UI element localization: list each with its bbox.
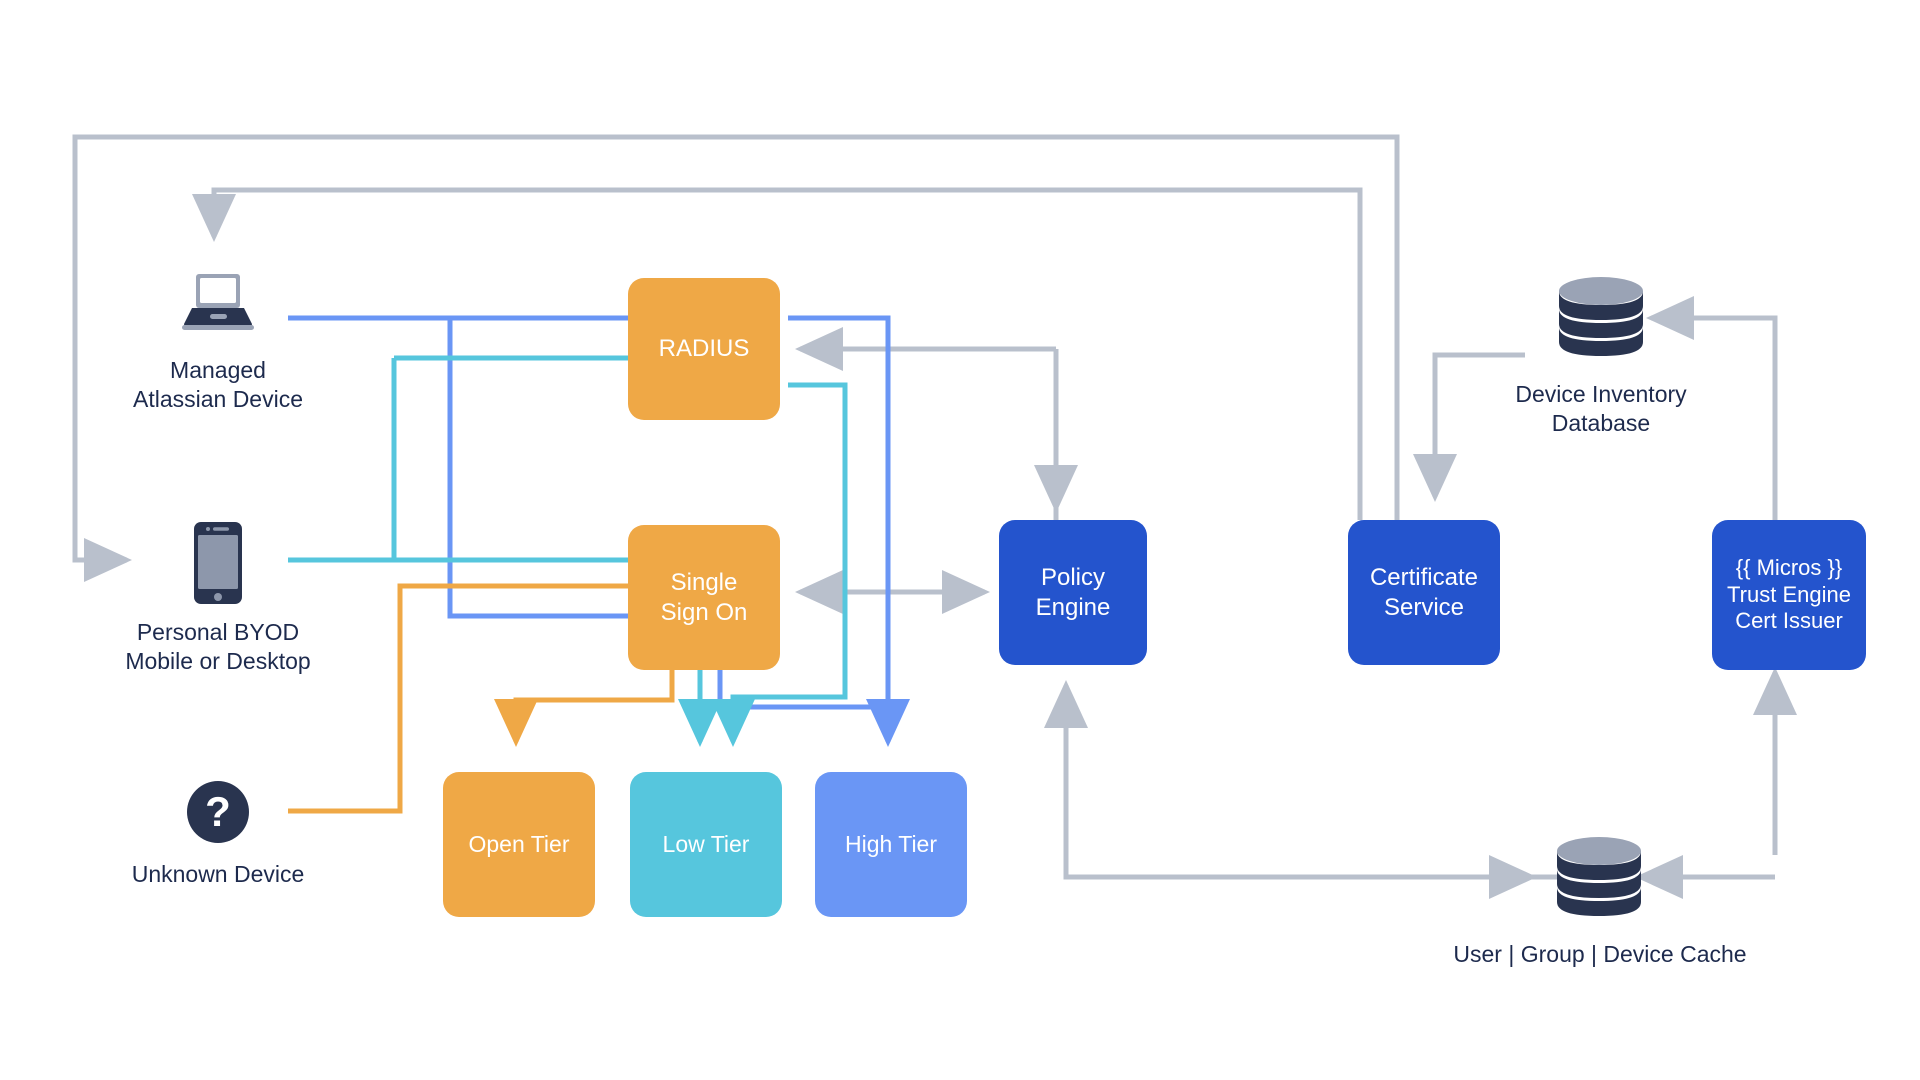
wire-left-rail-down <box>72 137 132 582</box>
service-node-radius[interactable]: RADIUS <box>628 278 780 420</box>
service-node-single-sign-on[interactable]: Single Sign On <box>628 525 780 670</box>
smartphone-icon <box>193 521 243 605</box>
wire-radius-to-low-tier <box>711 382 848 747</box>
wire-sso-to-open-tier <box>494 670 675 747</box>
wire-cache-to-policy <box>1044 680 1560 880</box>
tier-node-low-tier[interactable]: Low Tier <box>630 772 782 917</box>
datastore-label-device-inventory-database: Device Inventory Database <box>1515 381 1687 437</box>
endpoint-label-byod-device: Personal BYOD Mobile or Desktop <box>125 619 311 675</box>
service-label-single-sign-on: Single Sign On <box>660 569 748 626</box>
wire-trust-to-inventory <box>1646 296 1778 520</box>
datastore-label-user-group-device-cache: User | Group | Device Cache <box>1453 941 1747 967</box>
laptop-icon <box>182 272 254 332</box>
wire-inventory-to-cert <box>1413 352 1525 502</box>
database-icon <box>1549 836 1649 924</box>
wire-unknown-to-sso <box>288 583 628 814</box>
service-label-trust-engine: {{ Micros }} Trust Engine Cert Issuer <box>1727 554 1851 634</box>
service-node-certificate-service[interactable]: Certificate Service <box>1348 520 1500 665</box>
tier-label-open-tier: Open Tier <box>468 831 570 858</box>
service-label-certificate-service: Certificate Service <box>1369 564 1479 621</box>
wire-sso-to-high-tier <box>717 670 888 710</box>
wire-managed-to-sso <box>447 318 628 619</box>
service-node-policy-engine[interactable]: Policy Engine <box>999 520 1147 665</box>
wire-cert-to-byod <box>211 187 1363 520</box>
svg-text:?: ? <box>205 788 231 835</box>
tier-node-high-tier[interactable]: High Tier <box>815 772 967 917</box>
service-label-radius: RADIUS <box>658 335 750 363</box>
tier-label-high-tier: High Tier <box>844 831 938 858</box>
question-mark-icon: ? <box>187 781 249 843</box>
service-label-policy-engine: Policy Engine <box>1035 564 1111 621</box>
endpoint-label-unknown-device: Unknown Device <box>131 861 305 887</box>
service-node-trust-engine[interactable]: {{ Micros }} Trust Engine Cert Issuer <box>1712 520 1866 670</box>
tier-label-low-tier: Low Tier <box>662 831 750 858</box>
tier-node-open-tier[interactable]: Open Tier <box>443 772 595 917</box>
wire-radius-to-high-tier <box>788 315 910 747</box>
endpoint-label-managed-device: Managed Atlassian Device <box>132 357 304 413</box>
database-icon <box>1551 276 1651 364</box>
